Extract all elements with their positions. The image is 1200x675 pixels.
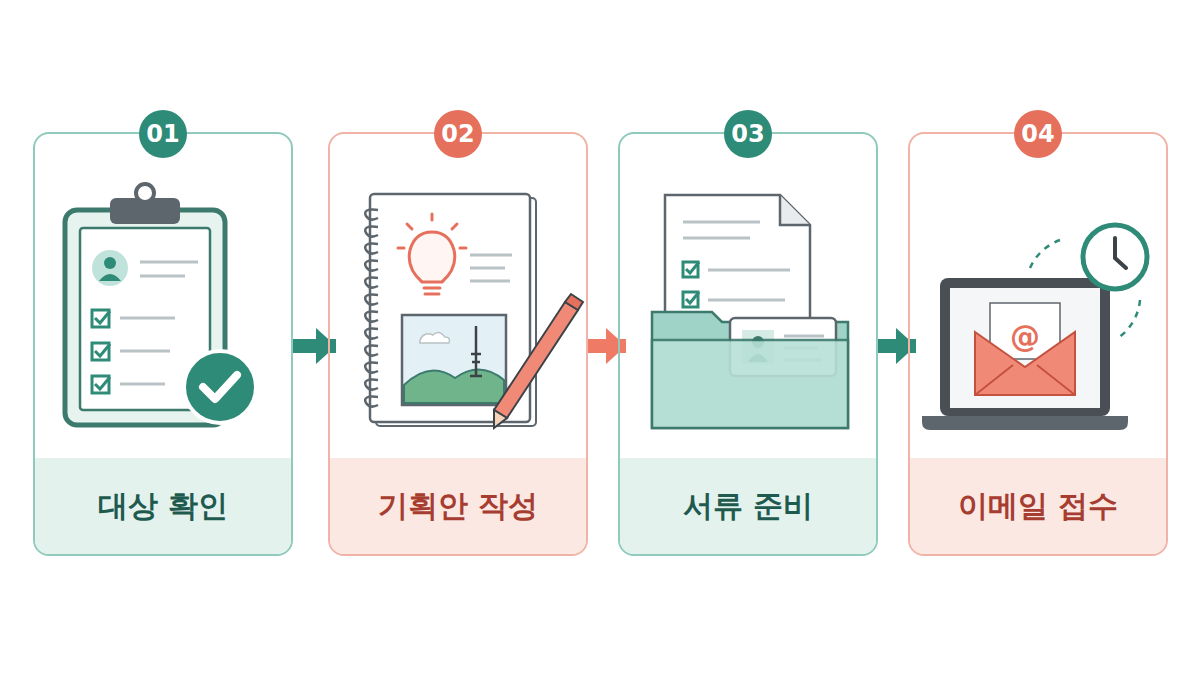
- step-label-band: 대상 확인: [35, 458, 291, 554]
- step-label-band: 기획안 작성: [330, 458, 586, 554]
- step-card: 01대상 확인: [33, 132, 293, 556]
- step-number: 02: [434, 110, 482, 158]
- step-label: 이메일 접수: [958, 486, 1118, 527]
- step-card: 03서류 준비: [618, 132, 878, 556]
- step-label: 대상 확인: [98, 486, 228, 527]
- step-label: 기획안 작성: [378, 486, 538, 527]
- step-label-band: 서류 준비: [620, 458, 876, 554]
- clipboard-icon: [65, 184, 256, 425]
- folder-icon: [652, 195, 848, 428]
- step-number: 04: [1014, 110, 1062, 158]
- notebook-icon: [365, 194, 583, 428]
- flow-arrow: [586, 339, 626, 353]
- laptop-icon: [922, 225, 1147, 430]
- step-label-band: 이메일 접수: [910, 458, 1166, 554]
- step-card: 02기획안 작성: [328, 132, 588, 556]
- step-label: 서류 준비: [683, 486, 813, 527]
- email-symbol: @: [1010, 319, 1040, 354]
- step-number: 01: [139, 110, 187, 158]
- step-number: 03: [724, 110, 772, 158]
- flow-arrow: [876, 339, 916, 353]
